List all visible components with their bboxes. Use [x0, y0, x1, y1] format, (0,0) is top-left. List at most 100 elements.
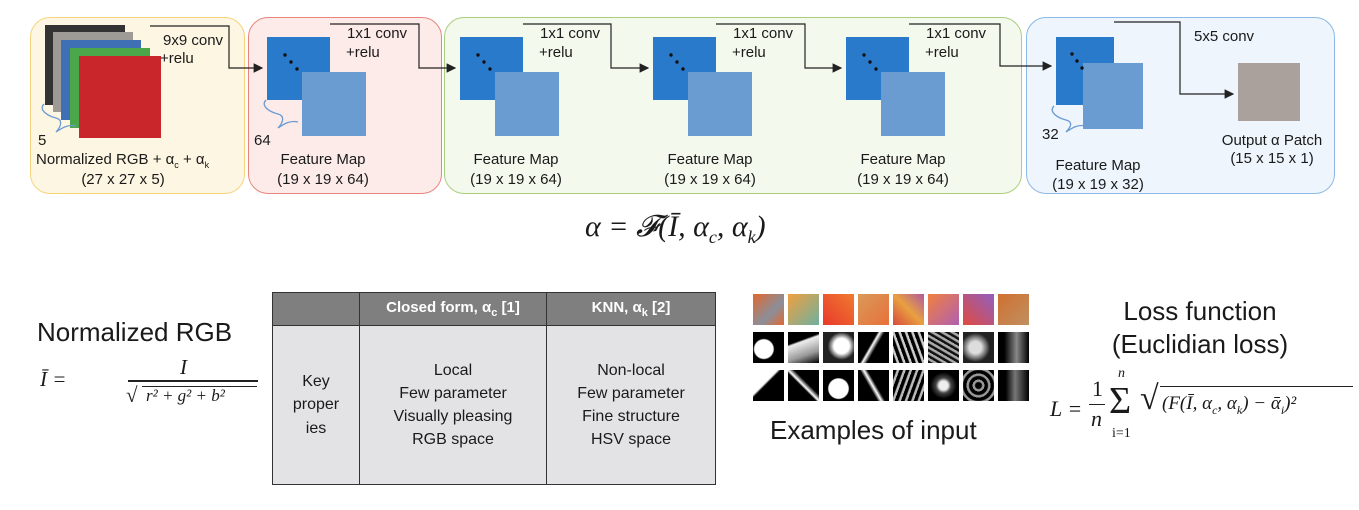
- loss-sqrt-symbol: √: [1140, 380, 1159, 417]
- block3-act-label: +relu: [732, 44, 766, 61]
- block3-conv-label: 1x1 conv: [733, 25, 794, 42]
- example-thumb: [963, 332, 994, 363]
- loss-sum-bottom: i=1: [1112, 426, 1131, 441]
- example-thumb: [893, 370, 924, 401]
- knn-cell: Non-local Few parameter Fine structure H…: [546, 325, 716, 485]
- output-dims: (15 x 15 x 1): [1230, 150, 1314, 167]
- normalized-rgb-numerator: I: [180, 355, 187, 379]
- example-thumb: [998, 294, 1029, 325]
- arrow-block1-to-block2: [330, 23, 457, 73]
- loss-lhs: L =: [1050, 396, 1083, 421]
- loss-sum-top: n: [1118, 366, 1125, 381]
- block2-conv-label: 1x1 conv: [540, 25, 601, 42]
- row-label-cell: Key proper ies: [272, 325, 360, 485]
- example-thumb: [998, 370, 1029, 401]
- example-thumb: [963, 370, 994, 401]
- block3-dims: (19 x 19 x 64): [664, 171, 756, 188]
- arrow-block5-to-output: [1114, 21, 1235, 99]
- block1-dims: (19 x 19 x 64): [277, 171, 369, 188]
- block1-conv-label: 1x1 conv: [347, 25, 408, 42]
- example-thumb: [823, 332, 854, 363]
- input-conv-label: 9x9 conv: [163, 32, 224, 49]
- example-thumb: [753, 370, 784, 401]
- normalized-rgb-formula: Ī = I √ r² + g² + b²: [40, 355, 260, 415]
- fmap1-front: [302, 72, 366, 136]
- example-thumb: [928, 294, 959, 325]
- fmap2-front: [495, 72, 559, 136]
- example-thumb: [928, 332, 959, 363]
- properties-table: Closed form, αc [1] KNN, αk [2] Key prop…: [272, 292, 716, 485]
- example-thumb: [753, 294, 784, 325]
- block4-conv-label: 1x1 conv: [926, 25, 987, 42]
- block1-name: Feature Map: [280, 151, 366, 168]
- fmap4-front: [881, 72, 945, 136]
- block4-name: Feature Map: [860, 151, 946, 168]
- arrow-block3-to-block4: [716, 23, 843, 73]
- loss-body: (F(Ī, αc, αk) − ᾱi)²: [1162, 393, 1297, 417]
- input-channel-count: 5: [38, 132, 47, 149]
- loss-title-line2: (Euclidian loss): [1111, 329, 1289, 359]
- main-formula: α = 𝓕(Ī, αc, αk): [585, 210, 766, 247]
- closed-form-cell: Local Few parameter Visually pleasing RG…: [359, 325, 547, 485]
- normalized-rgb-denominator: r² + g² + b²: [146, 386, 225, 405]
- block4-act-label: +relu: [925, 44, 959, 61]
- example-thumb: [788, 294, 819, 325]
- input-act-label: +relu: [160, 50, 194, 67]
- table-header-empty: [272, 292, 360, 326]
- block2-act-label: +relu: [539, 44, 573, 61]
- example-thumb: [788, 332, 819, 363]
- block5-name: Feature Map: [1055, 157, 1141, 174]
- block5-dims: (19 x 19 x 32): [1052, 176, 1144, 193]
- arrow-input-to-block1: [150, 25, 264, 73]
- normalized-rgb-lhs: Ī =: [40, 367, 67, 391]
- input-channel-5: [79, 56, 161, 138]
- loss-title-line1: Loss function: [1123, 296, 1277, 326]
- arrow-block4-to-block5: [909, 23, 1053, 71]
- example-thumb: [858, 332, 889, 363]
- block4-dims: (19 x 19 x 64): [857, 171, 949, 188]
- input-dims: (27 x 27 x 5): [81, 171, 165, 188]
- fmap3-front: [688, 72, 752, 136]
- example-thumb: [823, 294, 854, 325]
- normalized-rgb-title: Normalized RGB: [37, 317, 233, 347]
- block1-channel-count: 64: [254, 132, 271, 149]
- fmap5-front: [1083, 63, 1143, 129]
- examples-grid: [753, 294, 1029, 407]
- block1-act-label: +relu: [346, 44, 380, 61]
- example-thumb: [788, 370, 819, 401]
- sqrt-bar: [142, 386, 257, 388]
- example-thumb: [928, 370, 959, 401]
- sqrt-symbol: √: [126, 383, 138, 407]
- input-name: Normalized RGB + αc + αk: [36, 151, 210, 170]
- example-thumb: [893, 332, 924, 363]
- block3-name: Feature Map: [667, 151, 753, 168]
- loss-frac-den: n: [1091, 406, 1102, 431]
- sum-symbol: Σ: [1109, 380, 1132, 422]
- loss-sqrt-bar: [1160, 386, 1353, 388]
- brace-input: [41, 103, 77, 133]
- example-thumb: [858, 294, 889, 325]
- table-header-knn: KNN, αk [2]: [546, 292, 716, 326]
- table-row: Key proper ies Local Few parameter Visua…: [272, 325, 716, 485]
- loss-frac-bar: [1089, 404, 1105, 406]
- block2-name: Feature Map: [473, 151, 559, 168]
- example-thumb: [893, 294, 924, 325]
- example-thumb: [998, 332, 1029, 363]
- loss-frac-num: 1: [1092, 376, 1103, 401]
- normalized-rgb-fraction-bar: [128, 380, 258, 382]
- examples-caption: Examples of input: [770, 415, 977, 445]
- block2-dims: (19 x 19 x 64): [470, 171, 562, 188]
- block5-channel-count: 32: [1042, 126, 1059, 143]
- arrow-block2-to-block3: [523, 23, 650, 73]
- block5-conv-label: 5x5 conv: [1194, 28, 1255, 45]
- table-header-closed-form: Closed form, αc [1]: [359, 292, 547, 326]
- brace-block1: [263, 99, 299, 129]
- example-thumb: [753, 332, 784, 363]
- loss-formula: L = 1 n n Σ i=1 √ (F(Ī, αc, αk) − ᾱi)²: [1050, 366, 1355, 452]
- example-thumb: [858, 370, 889, 401]
- example-thumb: [963, 294, 994, 325]
- table-header-row: Closed form, αc [1] KNN, αk [2]: [272, 292, 716, 326]
- output-patch: [1238, 63, 1300, 121]
